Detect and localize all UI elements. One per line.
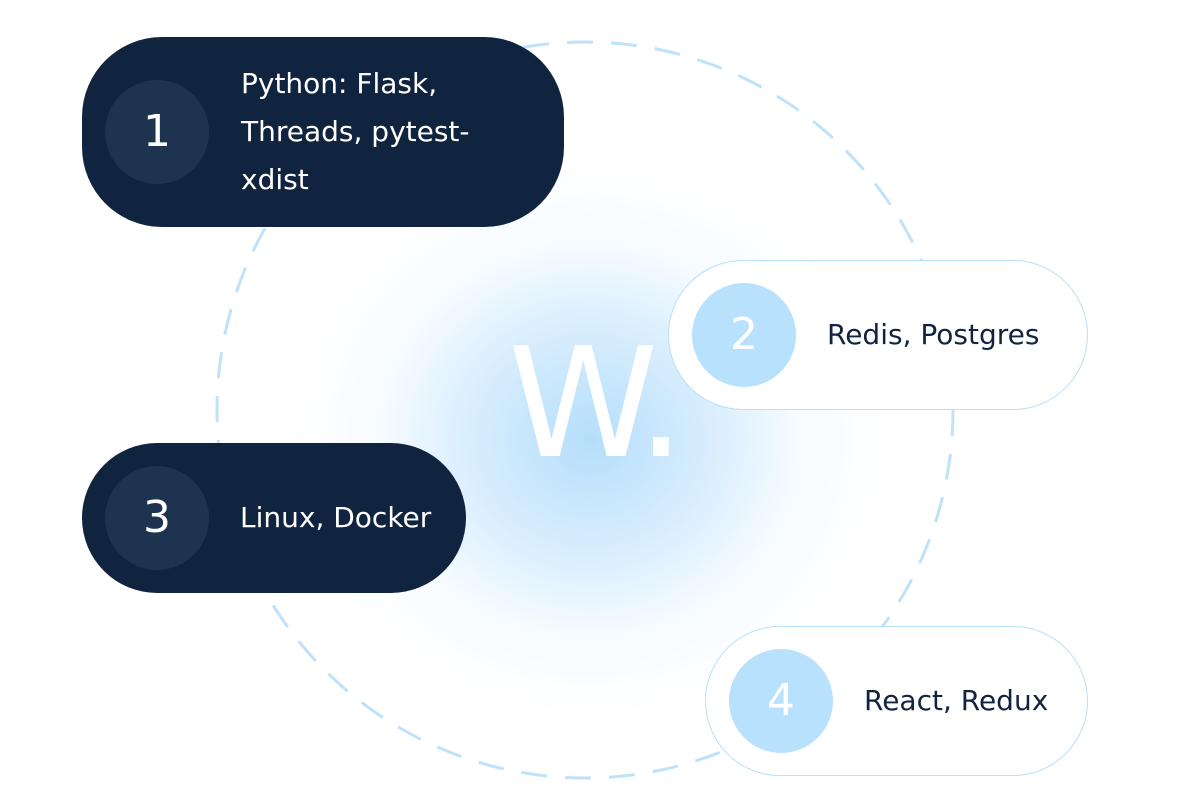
stack-item-3: 3 Linux, Docker xyxy=(82,443,466,593)
stack-item-2: 2 Redis, Postgres xyxy=(668,260,1088,410)
stack-item-4: 4 React, Redux xyxy=(705,626,1088,776)
step-badge-2: 2 xyxy=(692,283,796,387)
stack-item-3-label: Linux, Docker xyxy=(240,501,432,534)
stack-item-4-label: React, Redux xyxy=(864,684,1049,717)
stack-item-1: 1 Python: Flask, Threads, pytest-xdist xyxy=(82,37,564,227)
step-badge-3: 3 xyxy=(105,466,209,570)
step-badge-4: 4 xyxy=(729,649,833,753)
step-badge-1: 1 xyxy=(105,80,209,184)
stack-item-2-label: Redis, Postgres xyxy=(827,318,1040,351)
center-logo: W. xyxy=(508,315,685,492)
stack-item-1-label: Python: Flask, Threads, pytest-xdist xyxy=(241,67,470,196)
